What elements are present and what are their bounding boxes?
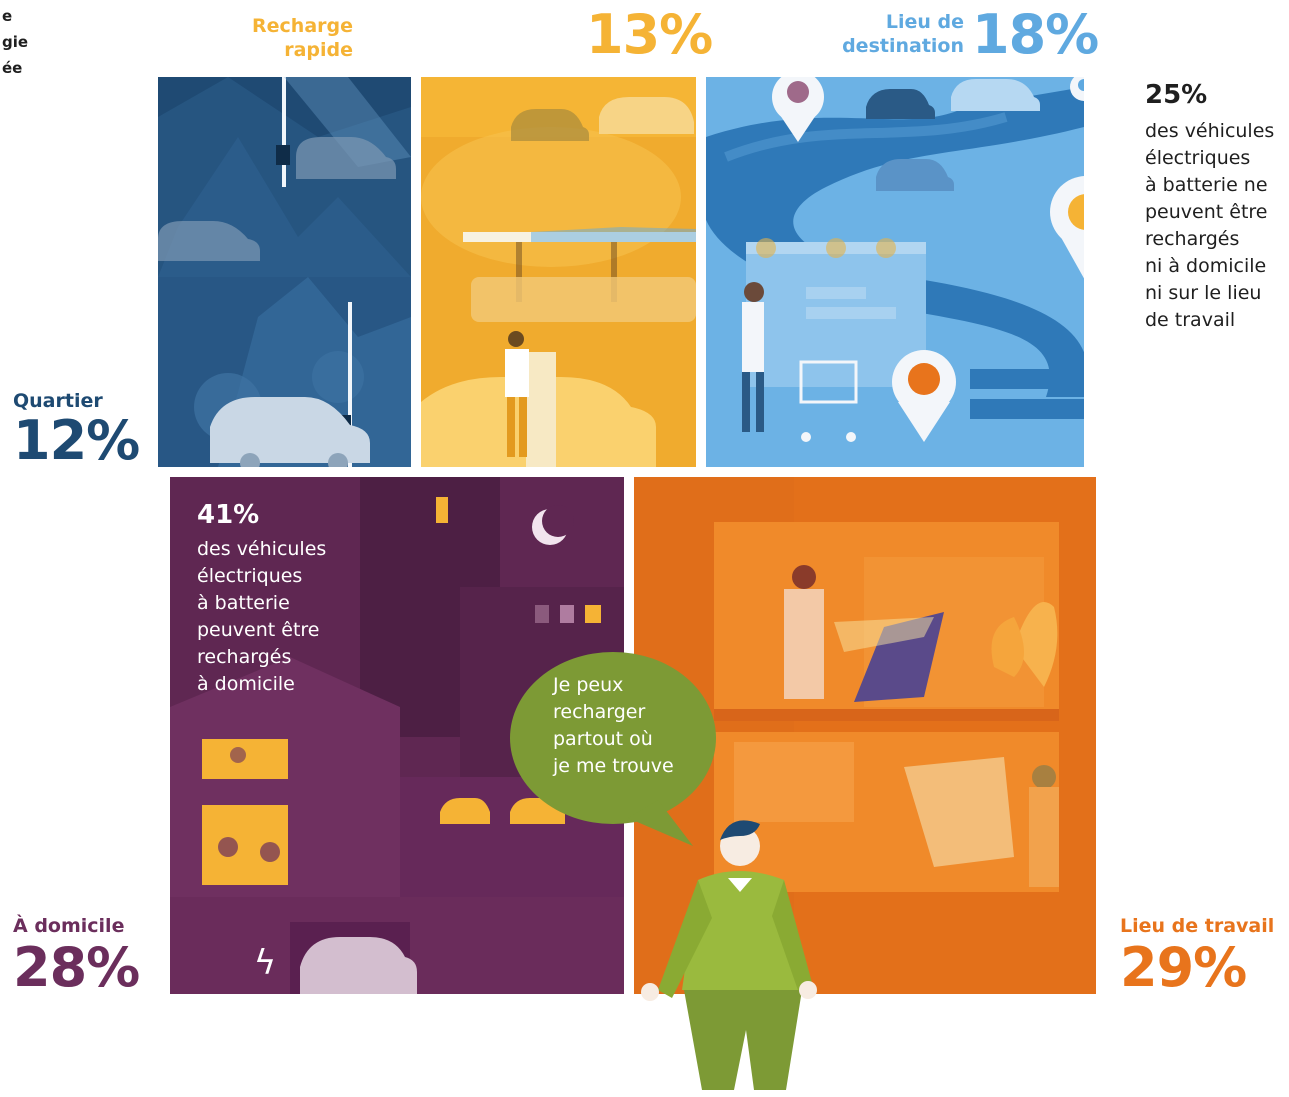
stat-25-block: 25% des véhicules électriques à batterie… [1145,80,1274,334]
stat-41-line: peuvent être [197,619,320,641]
stat-25-line: à batterie ne [1145,174,1268,196]
corner-text-line: gie [2,33,29,51]
man-character-illustration [641,820,817,1090]
domicile-illustration: ϟ [170,477,624,994]
corner-text-line: ée [2,59,23,77]
category-destination-label-line: Lieu de [885,11,964,33]
stat-41-percent: 41% [197,500,260,530]
stat-25-line: peuvent être [1145,201,1268,223]
corner-text-line: e [2,7,13,25]
category-quartier-label: Quartier [13,390,103,412]
corner-text-fragment: e gie ée [2,4,28,82]
domicile-scene-art: ϟ [170,477,624,994]
category-recharge-rapide-label: Recharge rapide [252,14,353,62]
category-destination-value: 18% [972,3,1099,66]
category-destination-label: Lieu de destination [842,10,964,58]
stat-41-line: à domicile [197,673,295,695]
destination-illustration [706,77,1084,467]
recharge-rapide-scene-art [421,77,696,467]
destination-scene-art [706,77,1084,467]
category-destination-label-line: destination [842,35,964,57]
stat-25-line: ni à domicile [1145,255,1267,277]
speech-bubble-line: Je peux [553,674,624,696]
stat-41-line: des véhicules [197,538,327,560]
category-travail-value: 29% [1120,936,1247,999]
category-recharge-rapide-label-line: Recharge [252,15,353,37]
stat-25-line: rechargés [1145,228,1240,250]
category-domicile-label: À domicile [13,915,125,937]
speech-bubble-text: Je peux recharger partout où je me trouv… [553,672,674,780]
category-recharge-rapide-value: 13% [586,3,713,66]
stat-41-line: électriques [197,565,303,587]
stat-41-block: 41% des véhicules électriques à batterie… [197,500,326,698]
category-recharge-rapide-label-line: rapide [284,39,353,61]
quartier-illustration: ϟ [158,77,411,467]
stat-25-line: des véhicules [1145,120,1275,142]
stat-25-line: ni sur le lieu [1145,282,1262,304]
speech-bubble-line: recharger [553,701,646,723]
category-domicile-value: 28% [13,936,140,999]
stat-41-line: rechargés [197,646,292,668]
speech-bubble-shape [510,652,716,846]
speech-bubble-line: je me trouve [553,755,674,777]
category-quartier: Quartier 12% [13,390,140,472]
category-travail-label: Lieu de travail [1120,915,1275,937]
recharge-rapide-illustration [421,77,696,467]
stat-25-line: de travail [1145,309,1236,331]
category-travail: Lieu de travail 29% [1120,915,1274,995]
stat-41-line: à batterie [197,592,290,614]
category-quartier-value: 12% [13,409,140,472]
stat-25-percent: 25% [1145,80,1208,110]
speech-bubble-line: partout où [553,728,653,750]
svg-text:ϟ: ϟ [254,943,276,983]
stat-25-line: électriques [1145,147,1251,169]
category-domicile: À domicile 28% [13,915,140,999]
quartier-scene-art: ϟ [158,77,411,467]
